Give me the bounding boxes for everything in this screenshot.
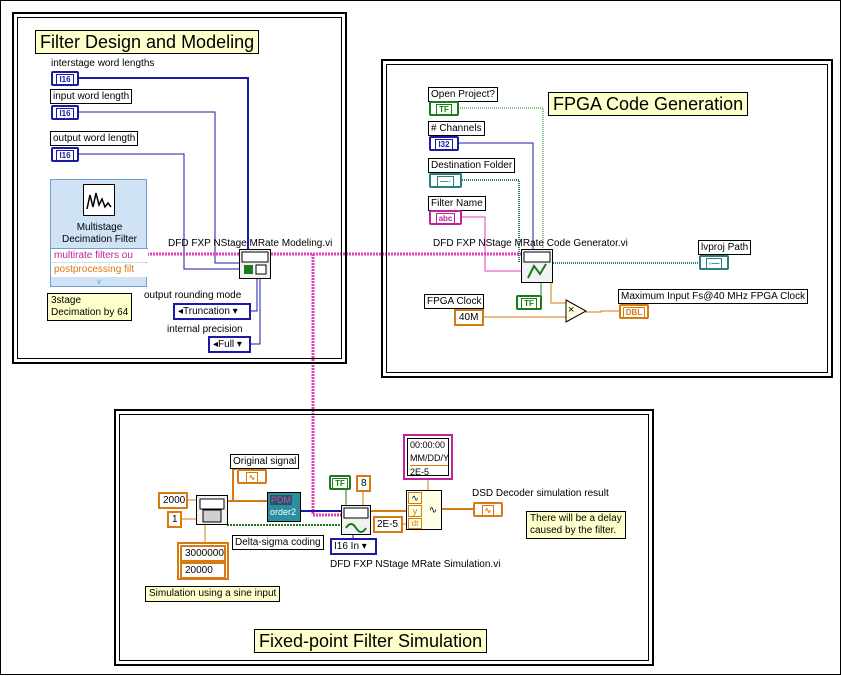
comment-delay: There will be a delay caused by the filt…	[526, 511, 626, 539]
const-3000000[interactable]: 3000000	[180, 545, 226, 562]
wire-output-wl	[79, 153, 241, 270]
wire-max-input	[585, 310, 621, 313]
expand-chevron-icon[interactable]: ∨	[96, 277, 102, 286]
multistage-express-vi[interactable]: Multistage Decimation Filter multirate f…	[50, 179, 148, 287]
wire-interstage	[79, 77, 249, 263]
wire-filter-name	[462, 216, 521, 272]
timestamp-date: MM/DD/Y	[410, 453, 449, 463]
wire-input-wl	[79, 111, 241, 264]
label-fpga-clock: FPGA Clock	[424, 294, 485, 309]
express-out-post[interactable]: postprocessing filt	[51, 263, 148, 277]
section-title-fpga: FPGA Code Generation	[548, 92, 749, 116]
label-interstage: interstage word lengths	[51, 58, 155, 69]
channels-control[interactable]: I32	[429, 136, 459, 151]
section-title-design: Filter Design and Modeling	[35, 30, 260, 54]
timestamp-time: 00:00:00	[410, 440, 446, 450]
label-original-signal: Original signal	[230, 454, 300, 469]
wire-channels	[459, 142, 534, 251]
label-lvproj: lvproj Path	[698, 240, 752, 255]
wave-output-icon: ∿	[428, 505, 438, 516]
dt-input: dt	[408, 518, 422, 529]
label-output-wl: output word length	[50, 131, 139, 146]
timestamp-const[interactable]: 00:00:00 MM/DD/Y 2E-5	[403, 434, 453, 480]
label-delta-sigma: Delta-sigma coding	[232, 535, 324, 550]
label-input-wl: input word length	[50, 89, 133, 104]
max-input-indicator: DBL	[619, 304, 649, 319]
wire-open-project	[460, 107, 544, 251]
sim-vi-node[interactable]	[341, 505, 371, 535]
output-wl-control[interactable]: I16	[51, 147, 79, 162]
frame-simulation	[114, 409, 654, 666]
const-2000[interactable]: 2000	[158, 492, 188, 509]
modeling-vi-node[interactable]	[239, 249, 271, 279]
y-input: y	[408, 505, 422, 517]
clock-const[interactable]: 40M	[454, 309, 484, 326]
label-dsd-result: DSD Decoder simulation result	[472, 488, 609, 499]
const-8[interactable]: 8	[356, 475, 371, 492]
wire-rounding	[249, 279, 258, 312]
input-wl-control[interactable]: I16	[51, 105, 79, 120]
label-dest-folder: Destination Folder	[428, 158, 516, 173]
label-modeling-vi: DFD FXP NStage MRate Modeling.vi	[168, 238, 333, 249]
dsd-result-chart: ∿	[473, 502, 503, 517]
dest-folder-control[interactable]: —◦	[429, 173, 462, 188]
pdm-order-label: order2	[270, 507, 297, 517]
frame-fpga	[381, 59, 833, 378]
express-title-1: Multistage	[76, 222, 123, 233]
i16in-ring[interactable]: I16 In ▾	[330, 538, 377, 555]
lvproj-indicator: ◦—	[699, 255, 729, 270]
original-signal-chart: ∿	[237, 469, 267, 484]
filter-name-control[interactable]: abc	[429, 210, 462, 225]
freq-array[interactable]: 3000000 20000	[177, 542, 229, 580]
pdm-label: PDM	[270, 495, 292, 505]
label-channels: # Channels	[428, 121, 485, 136]
comment-sine: Simulation using a sine input	[145, 586, 281, 602]
codegen-vi-node[interactable]	[521, 249, 553, 283]
open-project-control[interactable]: TF	[429, 101, 459, 116]
multiply-sign: ×	[568, 304, 575, 316]
wire-rate	[550, 283, 566, 304]
comment-3stage: 3stage Decimation by 64	[47, 293, 133, 321]
label-filter-name: Filter Name	[428, 196, 486, 211]
pdm-vi[interactable]: PDM order2	[267, 492, 301, 522]
precision-ring[interactable]: ◂Full ▾	[208, 336, 251, 353]
wave-input-icon: ∿	[408, 492, 422, 504]
express-out-filters[interactable]: multirate filters ou	[51, 248, 148, 262]
wire-dest-folder	[462, 179, 520, 263]
label-codegen-vi: DFD FXP NStage MRate Code Generator.vi	[433, 238, 628, 249]
wire-precision	[251, 279, 261, 345]
section-title-sim: Fixed-point Filter Simulation	[254, 629, 488, 653]
express-title-2: Decimation Filter	[61, 234, 138, 245]
filter-icon	[83, 184, 115, 216]
multiply-node[interactable]: ×	[565, 299, 588, 323]
rounding-ring[interactable]: ◂Truncation ▾	[173, 303, 251, 320]
const-1[interactable]: 1	[167, 511, 182, 528]
label-sim-vi: DFD FXP NStage MRate Simulation.vi	[330, 559, 501, 570]
timestamp-display: 00:00:00 MM/DD/Y 2E-5	[407, 438, 449, 476]
sine-generator-vi[interactable]	[196, 495, 228, 525]
label-output-rounding: output rounding mode	[144, 290, 242, 301]
interstage-control[interactable]: I16	[51, 71, 79, 86]
bool-indicator: TF	[516, 295, 542, 310]
build-waveform-node[interactable]: ∿ y dt ∿	[406, 490, 442, 530]
label-max-input: Maximum Input Fs@40 MHz FPGA Clock	[618, 289, 809, 304]
label-open-project: Open Project?	[428, 87, 498, 102]
frame-design	[12, 12, 347, 364]
timestamp-dt: 2E-5	[410, 465, 448, 475]
const-20000[interactable]: 20000	[180, 562, 226, 579]
tf-const[interactable]: TF	[329, 475, 351, 490]
wire-filters-down	[311, 254, 341, 517]
label-internal-precision: internal precision	[167, 324, 243, 335]
const-2e5[interactable]: 2E-5	[373, 516, 403, 533]
